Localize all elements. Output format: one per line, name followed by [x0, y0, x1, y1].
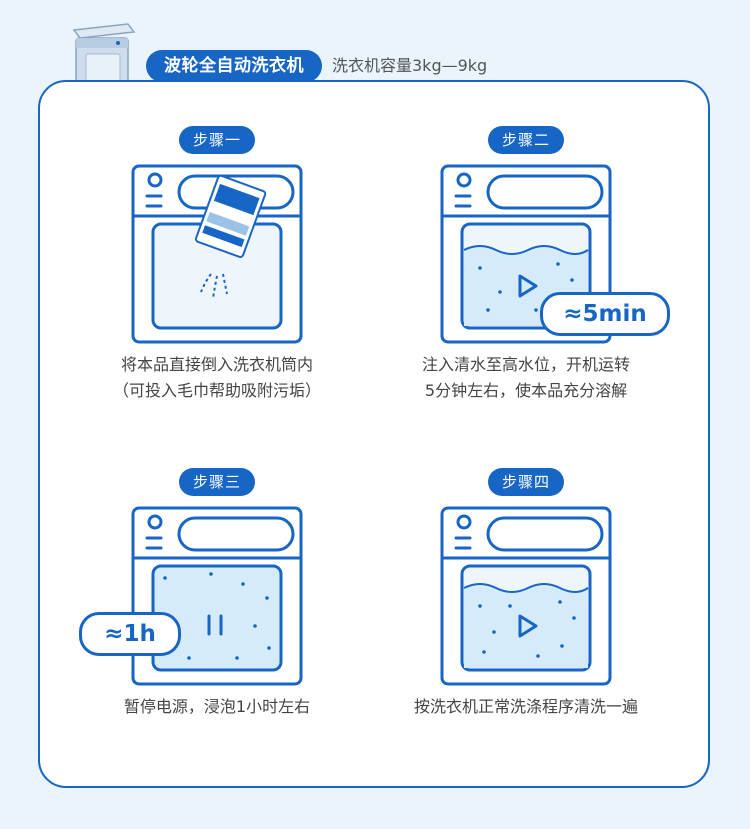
step-3-label: 步骤三 [179, 468, 255, 496]
step-3-caption: 暂停电源，浸泡1小时左右 [67, 694, 367, 720]
step-4-label: 步骤四 [488, 468, 564, 496]
washer-illustration [131, 164, 303, 344]
step-4-caption: 按洗衣机正常洗涤程序清洗一遍 [376, 694, 676, 720]
step-3: 步骤三 ≈1h 暂停电源，浸泡1小时左右 [67, 468, 367, 758]
step-2: 步骤二 ≈5min 注入清水至高水位，开机运转 5分钟左右，使本品充分溶解 [376, 126, 676, 416]
step-2-label: 步骤二 [488, 126, 564, 154]
powder-bag-icon [194, 174, 267, 258]
product-title: 波轮全自动洗衣机 [146, 50, 322, 82]
caption-line: 注入清水至高水位，开机运转 [421, 355, 630, 374]
duration-badge: ≈5min [540, 292, 670, 336]
step-1: 步骤一 将本品直接倒入洗衣机筒内 （可投入毛巾帮助吸附污垢） [67, 126, 367, 416]
step-2-caption: 注入清水至高水位，开机运转 5分钟左右，使本品充分溶解 [376, 352, 676, 404]
caption-line: 将本品直接倒入洗衣机筒内 [120, 355, 313, 374]
capacity-text: 洗衣机容量3kg—9kg [332, 56, 488, 75]
duration-badge: ≈1h [79, 612, 181, 656]
step-1-caption: 将本品直接倒入洗衣机筒内 （可投入毛巾帮助吸附污垢） [67, 352, 367, 404]
step-1-label: 步骤一 [179, 126, 255, 154]
washer-illustration [131, 506, 303, 686]
caption-line: （可投入毛巾帮助吸附污垢） [112, 381, 321, 400]
caption-line: 暂停电源，浸泡1小时左右 [123, 697, 311, 716]
step-4: 步骤四 按洗衣机正常洗涤程序清洗一遍 [376, 468, 676, 758]
caption-line: 5分钟左右，使本品充分溶解 [424, 381, 628, 400]
washer-illustration [440, 506, 612, 686]
caption-line: 按洗衣机正常洗涤程序清洗一遍 [413, 697, 638, 716]
